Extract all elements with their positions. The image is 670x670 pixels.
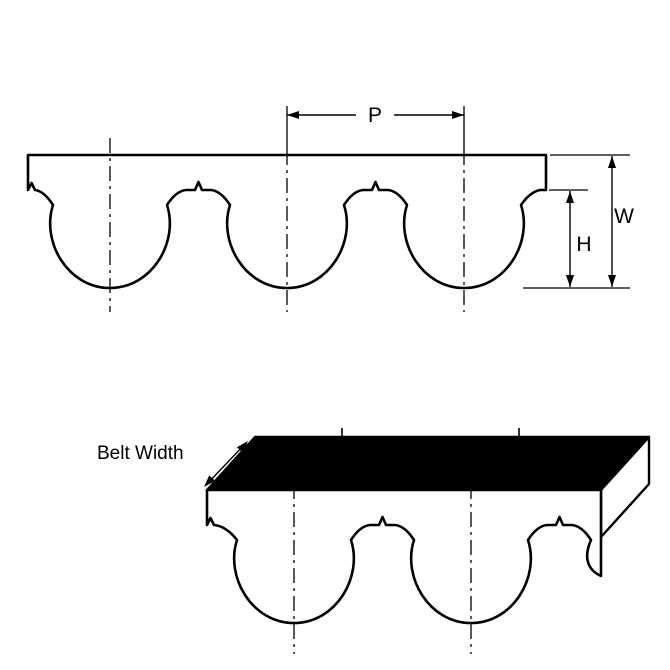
arrowhead-down bbox=[608, 275, 616, 287]
top-view-cross-section: P W H bbox=[26, 104, 634, 312]
tooth-height-dimension: H bbox=[549, 189, 592, 287]
belt-width-arrow-line bbox=[205, 442, 247, 486]
arrowhead-up bbox=[608, 156, 616, 168]
thickness-dimension: W bbox=[523, 154, 634, 289]
arrowhead-up bbox=[566, 191, 574, 203]
belt-front-face-profile bbox=[205, 488, 603, 625]
belt-width-annotation: Belt Width bbox=[97, 441, 248, 487]
pitch-dimension: P bbox=[286, 104, 465, 150]
isometric-view: Belt Width bbox=[97, 428, 651, 654]
arrowhead-lower bbox=[204, 475, 216, 487]
tooth-height-label: H bbox=[576, 233, 591, 256]
belt-top-face bbox=[205, 435, 651, 492]
arrowhead-left bbox=[287, 111, 299, 119]
arrowhead-down bbox=[566, 275, 574, 287]
pitch-label: P bbox=[368, 104, 382, 127]
belt-width-label: Belt Width bbox=[97, 443, 184, 464]
arrowhead-upper bbox=[236, 441, 248, 453]
arrowhead-right bbox=[452, 111, 464, 119]
thickness-label: W bbox=[614, 205, 634, 228]
